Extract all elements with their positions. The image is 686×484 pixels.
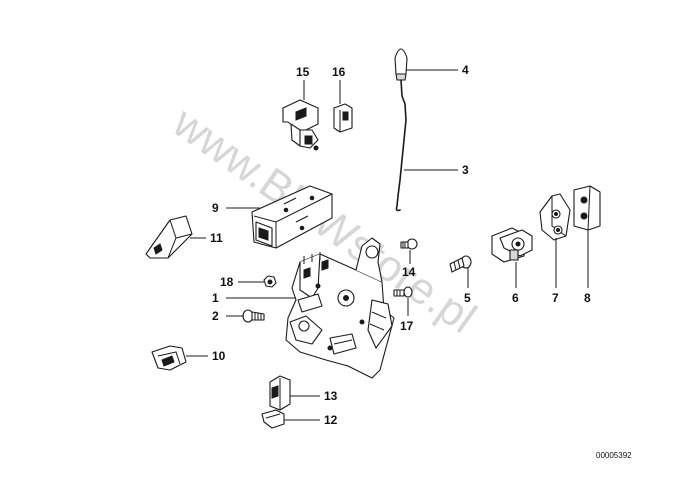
part-8-plate <box>573 185 601 231</box>
callout-11: 11 <box>210 231 223 245</box>
part-6-striker <box>491 227 533 263</box>
callout-16: 16 <box>332 65 346 79</box>
leader-lines <box>186 69 589 421</box>
part-7-plate <box>539 193 571 241</box>
part-12-clip <box>261 409 285 429</box>
part-2-screw <box>242 309 265 323</box>
callout-7: 7 <box>552 291 559 305</box>
callout-14: 14 <box>402 265 416 279</box>
part-11-cover <box>145 215 193 259</box>
part-16-block <box>333 103 353 133</box>
callout-3: 3 <box>462 163 469 177</box>
callouts: 1 2 3 4 5 6 7 8 9 10 11 12 13 14 15 16 1… <box>210 63 591 427</box>
callout-5: 5 <box>464 291 471 305</box>
part-10-clip <box>151 345 187 371</box>
callout-12: 12 <box>324 413 338 427</box>
callout-17: 17 <box>400 319 414 333</box>
part-18-nut <box>263 275 277 288</box>
part-3-rod <box>395 79 407 212</box>
callout-2: 2 <box>212 309 219 323</box>
callout-9: 9 <box>212 201 219 215</box>
part-14-bolt <box>400 238 418 250</box>
callout-10: 10 <box>212 349 226 363</box>
callout-15: 15 <box>296 65 310 79</box>
callout-6: 6 <box>512 291 519 305</box>
reference-number: 00005392 <box>596 451 632 460</box>
part-15-clip <box>282 99 319 151</box>
part-17-screw <box>393 286 413 298</box>
callout-8: 8 <box>584 291 591 305</box>
part-9-actuator <box>251 185 333 249</box>
part-13-block <box>269 375 291 411</box>
part-5-bolt <box>449 255 472 273</box>
callout-13: 13 <box>324 389 338 403</box>
callout-1: 1 <box>212 291 219 305</box>
part-1-lock-assembly <box>285 237 395 379</box>
callout-18: 18 <box>220 275 234 289</box>
callout-4: 4 <box>462 63 469 77</box>
part-4-knob <box>394 48 408 81</box>
